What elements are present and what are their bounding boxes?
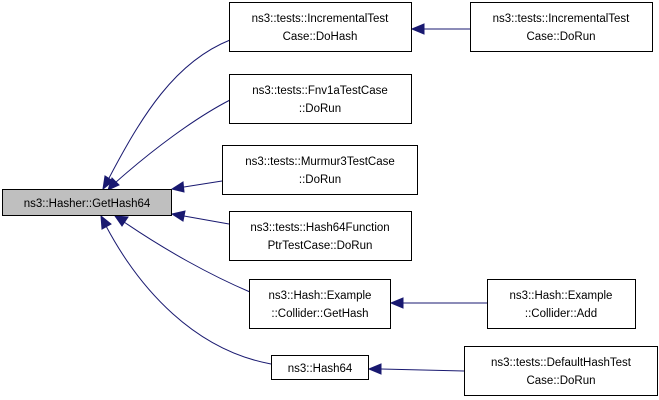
node-defaulthash-dorun[interactable]: ns3::tests::DefaultHashTest Case::DoRun (464, 346, 658, 396)
edge-murmur3-to-root (183, 180, 223, 188)
node-label: ns3::tests::Hash64Function (250, 222, 389, 234)
node-label: Case::DoRun (526, 375, 595, 387)
node-collider-add[interactable]: ns3::Hash::Example ::Collider::Add (487, 279, 636, 329)
node-label: ns3::Hasher::GetHash64 (24, 198, 151, 210)
arrowhead (410, 23, 425, 35)
node-collider-gethash[interactable]: ns3::Hash::Example ::Collider::GetHash (249, 279, 391, 329)
node-root[interactable]: ns3::Hasher::GetHash64 (2, 189, 172, 216)
node-label: ns3::Hash::Example (269, 290, 372, 302)
arrowhead (107, 177, 120, 191)
arrowhead (170, 181, 185, 193)
edge-hash64fn-to-root (183, 215, 230, 225)
node-label: ::DoRun (299, 174, 341, 186)
node-hash64function-dorun[interactable]: ns3::tests::Hash64Function PtrTestCase::… (229, 211, 412, 261)
edge-hash64-to-root (105, 225, 272, 365)
node-label: ns3::tests::IncrementalTest (493, 13, 631, 25)
node-label: ns3::tests::DefaultHashTest (491, 357, 632, 369)
node-label: ns3::tests::Fnv1aTestCase (252, 85, 388, 97)
node-label: ::Collider::GetHash (271, 308, 368, 320)
node-label: ns3::Hash::Example (510, 290, 613, 302)
node-hash64[interactable]: ns3::Hash64 (271, 355, 369, 380)
node-fnv1a-dorun[interactable]: ns3::tests::Fnv1aTestCase ::DoRun (229, 74, 412, 124)
edge-collider-gethash-to-root (123, 221, 251, 293)
node-incremental-dorun[interactable]: ns3::tests::IncrementalTest Case::DoRun (470, 2, 653, 52)
arrowhead (170, 210, 186, 222)
edges (100, 23, 487, 375)
node-label: ns3::tests::Murmur3TestCase (245, 156, 395, 168)
edge-default-dorun-to-hash64 (380, 368, 465, 372)
node-label: ns3::Hash64 (288, 363, 353, 375)
node-label: ns3::tests::IncrementalTest (252, 13, 390, 25)
arrowhead (102, 175, 114, 191)
arrowhead (100, 214, 112, 230)
node-label: ::Collider::Add (525, 308, 597, 320)
node-label: Case::DoRun (526, 31, 595, 43)
edge-fnv1a-to-root (114, 99, 231, 184)
node-murmur3-dorun[interactable]: ns3::tests::Murmur3TestCase ::DoRun (222, 145, 418, 195)
arrowhead (367, 363, 382, 375)
edge-inc-dohash-to-root (107, 39, 231, 181)
arrowhead (389, 297, 404, 309)
node-label: ::DoRun (299, 103, 341, 115)
arrowhead (113, 215, 129, 227)
node-incremental-dohash[interactable]: ns3::tests::IncrementalTest Case::DoHash (229, 2, 412, 52)
node-label: PtrTestCase::DoRun (268, 240, 373, 252)
node-label: Case::DoHash (283, 31, 358, 43)
